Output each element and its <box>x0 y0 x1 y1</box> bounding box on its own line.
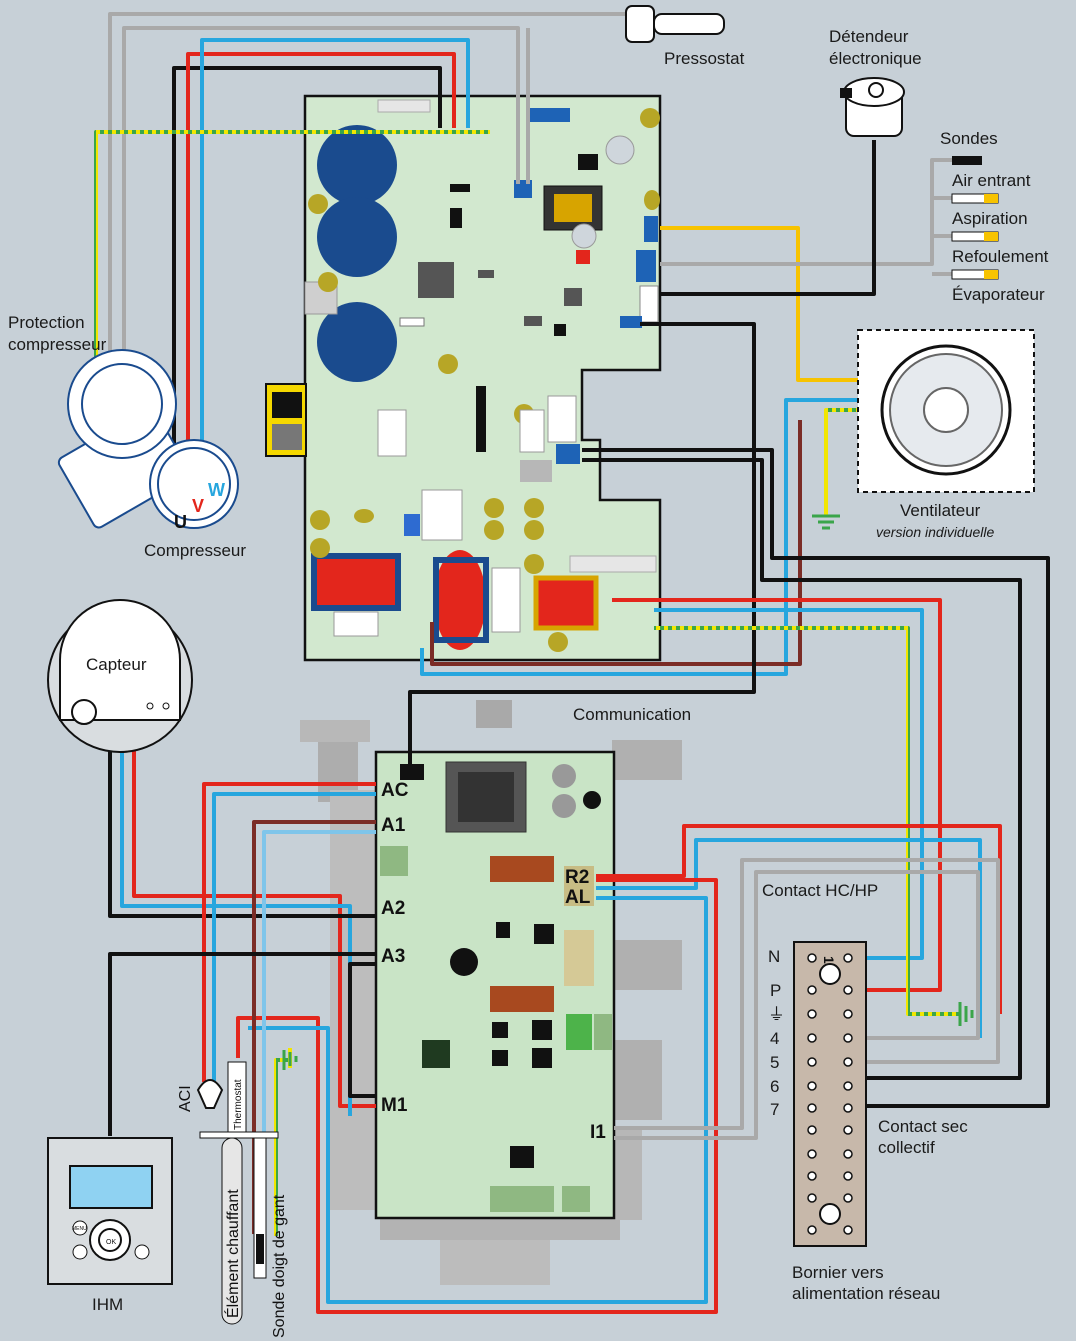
label-bornier-1: Bornier vers <box>792 1263 884 1282</box>
pressure-switch <box>625 5 725 43</box>
label-contact-sec-2: collectif <box>878 1138 935 1157</box>
heating-element <box>196 1061 279 1325</box>
pin-r2: R2 <box>565 867 589 888</box>
label-contact-hchp: Contact HC/HP <box>762 881 878 900</box>
compressor <box>57 349 239 529</box>
label-communication: Communication <box>573 705 691 724</box>
label-phase-u: U <box>174 512 187 532</box>
bornier-5: 5 <box>770 1053 779 1072</box>
ihm-ok-button-label: OK <box>106 1239 116 1246</box>
wires <box>94 12 1050 1314</box>
label-evaporateur: Évaporateur <box>952 285 1045 304</box>
label-detendeur-1: Détendeur <box>829 27 909 46</box>
pin-m1: M1 <box>381 1095 408 1116</box>
terminal-block <box>793 941 867 1247</box>
label-detendeur-2: électronique <box>829 49 922 68</box>
label-ihm: IHM <box>92 1295 123 1314</box>
inverter-board <box>265 94 662 662</box>
bornier-p: P <box>770 981 781 1000</box>
label-ventilateur: Ventilateur <box>900 501 981 520</box>
bornier-n: N <box>768 947 780 966</box>
bornier-6: 6 <box>770 1077 779 1096</box>
label-element-chauffant: Élément chauffant <box>223 1189 242 1318</box>
pin-al: AL <box>565 887 591 908</box>
label-protection-1: Protection <box>8 313 85 332</box>
hmi-panel <box>47 1137 173 1285</box>
label-sonde-doigt: Sonde doigt de gant <box>271 1194 288 1338</box>
label-protection-2: compresseur <box>8 335 107 354</box>
fan <box>857 329 1035 493</box>
ihm-menu-button-label: MENU <box>72 1226 87 1232</box>
pin-a2: A2 <box>381 898 405 919</box>
pin-a1: A1 <box>381 815 406 836</box>
label-contact-sec-1: Contact sec <box>878 1117 968 1136</box>
label-aci: ACI <box>177 1085 194 1112</box>
label-capteur: Capteur <box>86 655 147 674</box>
sensor <box>47 599 193 753</box>
pin-a3: A3 <box>381 946 405 967</box>
pin-ac: AC <box>381 780 409 801</box>
bornier-earth: ⏚ <box>768 1005 785 1024</box>
label-sondes: Sondes <box>940 129 998 148</box>
label-phase-w: W <box>208 480 225 500</box>
label-compresseur: Compresseur <box>144 541 246 560</box>
earth-symbol <box>282 514 974 1070</box>
bornier-4: 4 <box>770 1029 779 1048</box>
label-refoulement: Refoulement <box>952 247 1049 266</box>
probe-icons <box>951 156 999 280</box>
label-aspiration: Aspiration <box>952 209 1028 228</box>
bornier-7: 7 <box>770 1100 779 1119</box>
label-bornier-2: alimentation réseau <box>792 1284 940 1303</box>
label-phase-v: V <box>192 496 204 516</box>
label-air-entrant: Air entrant <box>952 171 1031 190</box>
label-ventilateur-version: version individuelle <box>876 524 995 540</box>
label-thermostat: Thermostat <box>233 1079 244 1130</box>
control-board <box>374 750 616 1220</box>
pin-i1: I1 <box>590 1122 606 1143</box>
label-pressostat: Pressostat <box>664 49 745 68</box>
expansion-valve <box>840 77 905 137</box>
bornier-1: 1 <box>821 956 837 964</box>
